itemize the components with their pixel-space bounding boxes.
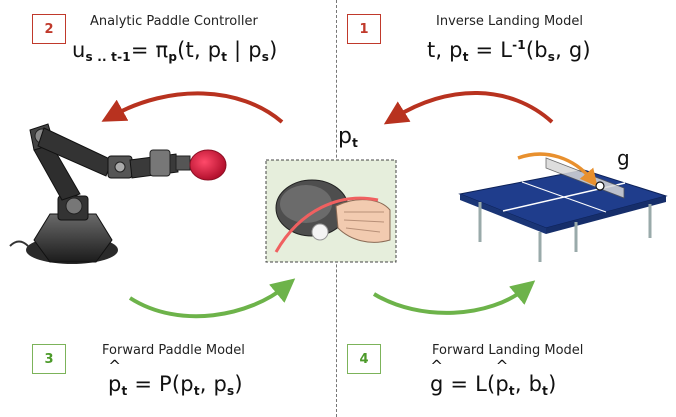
arrow-green-right <box>372 280 536 315</box>
step-4-badge: 4 <box>347 344 381 374</box>
eq-term: , b <box>514 372 543 396</box>
eq-term: ) <box>269 38 278 62</box>
eq-term: t, p <box>427 38 463 62</box>
forward-paddle-title: Forward Paddle Model <box>102 343 245 358</box>
arrow-green-left <box>128 278 296 319</box>
eq-sub: s <box>547 50 556 64</box>
eq-sub: t <box>221 50 228 64</box>
inverse-landing-equation: t, pt = L-1(bs, g) <box>427 38 591 64</box>
goal-g-label: g <box>617 146 630 170</box>
eq-term: | p <box>227 38 262 62</box>
eq-sub: s <box>227 384 235 398</box>
arrow-orange-trajectory <box>517 152 598 187</box>
eq-sup: -1 <box>512 38 526 52</box>
eq-hat-term: p <box>108 372 122 396</box>
eq-sub: t <box>542 384 549 398</box>
eq-term: = L( <box>443 372 496 396</box>
step-3-badge: 3 <box>32 344 66 374</box>
eq-term: = P(p <box>127 372 194 396</box>
eq-term: u <box>72 38 86 62</box>
eq-sub: t <box>193 384 200 398</box>
inverse-landing-title: Inverse Landing Model <box>436 14 583 29</box>
eq-sub: t <box>121 384 128 398</box>
eq-term: , g) <box>555 38 591 62</box>
eq-term: = L <box>468 38 513 62</box>
step-3-number: 3 <box>44 351 54 367</box>
eq-term: = π <box>130 38 169 62</box>
eq-sub: t <box>508 384 515 398</box>
arrow-red-right <box>383 91 554 125</box>
step-1-badge: 1 <box>347 14 381 44</box>
forward-paddle-equation: pt = P(pt, ps) <box>108 372 243 398</box>
robot-arm-image <box>9 123 227 264</box>
paddle-hand-image <box>265 159 397 263</box>
eq-term: , p <box>199 372 228 396</box>
step-2-badge: 2 <box>32 14 66 44</box>
paddle-controller-title: Analytic Paddle Controller <box>90 14 258 29</box>
forward-landing-title: Forward Landing Model <box>432 343 584 358</box>
eq-sub: s <box>261 50 270 64</box>
eq-term: p <box>338 124 353 149</box>
forward-landing-equation: g = L(pt, bt) <box>430 372 556 398</box>
center-pt-label: pt <box>338 124 358 150</box>
eq-term: ) <box>234 372 243 396</box>
ping-pong-table-image <box>458 152 668 262</box>
eq-term: (b <box>525 38 548 62</box>
eq-sub: p <box>168 50 178 64</box>
eq-sub: t <box>462 50 469 64</box>
eq-hat-term: p <box>495 372 509 396</box>
eq-term: (t, p <box>177 38 222 62</box>
eq-sub: t <box>352 136 359 150</box>
step-1-number: 1 <box>359 21 369 37</box>
arrow-red-left <box>101 91 284 124</box>
eq-hat-term: g <box>430 372 444 396</box>
step-4-number: 4 <box>359 351 369 367</box>
eq-sub: s .. t-1 <box>85 50 131 64</box>
paddle-controller-equation: us .. t-1= πp(t, pt | ps) <box>72 38 277 64</box>
eq-term: ) <box>548 372 557 396</box>
step-2-number: 2 <box>44 21 54 37</box>
